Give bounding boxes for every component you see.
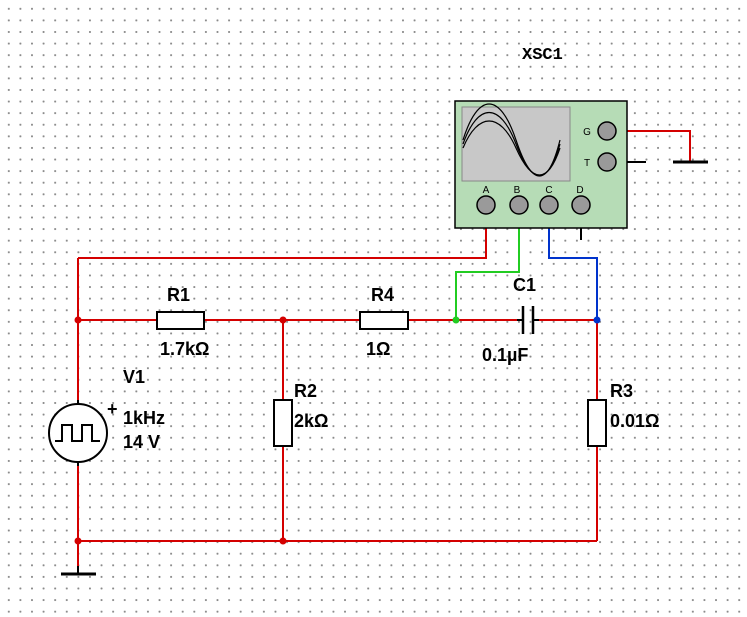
- r1-name: R1: [167, 285, 190, 305]
- square-wave-icon: [55, 424, 100, 442]
- r1-value: 1.7kΩ: [160, 339, 209, 359]
- channel-c-terminal[interactable]: [539, 195, 559, 215]
- resistor-r3[interactable]: [587, 399, 607, 447]
- r3-name: R3: [610, 381, 633, 401]
- resistor-r1[interactable]: [156, 311, 205, 330]
- c1-name: C1: [513, 275, 536, 295]
- c1-value: 0.1µF: [482, 345, 528, 365]
- voltage-source-v1[interactable]: [48, 400, 108, 466]
- resistor-r2[interactable]: [273, 399, 293, 447]
- terminal-t-label: T: [584, 158, 590, 169]
- capacitor-c1[interactable]: [517, 306, 539, 334]
- channel-a-terminal[interactable]: [476, 195, 496, 215]
- junctions: [74, 316, 601, 545]
- v1-name: V1: [123, 367, 145, 387]
- r4-value: 1Ω: [366, 339, 390, 359]
- wire-scope-a[interactable]: [78, 214, 487, 259]
- channel-d-terminal[interactable]: [571, 195, 591, 215]
- v1-voltage: 14 V: [123, 432, 160, 452]
- wire-scope-b[interactable]: [455, 214, 520, 320]
- wire-scope-g[interactable]: [621, 130, 691, 162]
- terminal-g[interactable]: [597, 121, 617, 141]
- terminal-g-label: G: [583, 127, 591, 138]
- terminal-t[interactable]: [597, 152, 617, 172]
- scope-terminals: [476, 121, 617, 215]
- wire-scope-c[interactable]: [548, 214, 598, 320]
- r2-name: R2: [294, 381, 317, 401]
- junction-dot: [593, 316, 601, 324]
- r2-value: 2kΩ: [294, 411, 328, 431]
- r4-name: R4: [371, 285, 394, 305]
- oscilloscope-name: XSC1: [522, 46, 563, 65]
- junction-dot: [74, 537, 82, 545]
- channel-a-label: A: [483, 185, 490, 196]
- r3-value: 0.01Ω: [610, 411, 659, 431]
- junction-dot: [279, 316, 287, 324]
- channel-b-terminal[interactable]: [509, 195, 529, 215]
- channel-d-label: D: [576, 185, 583, 196]
- v1-polarity: +: [107, 399, 118, 419]
- channel-b-label: B: [514, 185, 521, 196]
- junction-dot: [452, 316, 460, 324]
- sine-wave-icon: [462, 103, 561, 177]
- channel-c-label: C: [545, 185, 552, 196]
- junction-dot: [279, 537, 287, 545]
- ground-icon: [61, 566, 96, 576]
- junction-dot: [74, 316, 82, 324]
- v1-frequency: 1kHz: [123, 408, 165, 428]
- resistor-r4[interactable]: [359, 311, 409, 330]
